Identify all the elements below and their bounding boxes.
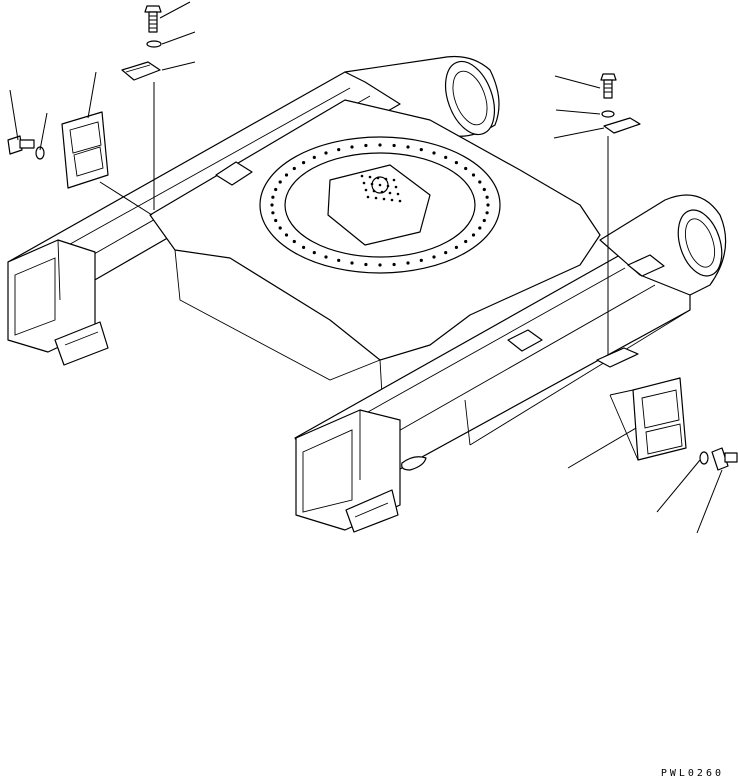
plate-hole — [362, 181, 366, 185]
bolt-hole — [292, 166, 296, 171]
cover-plate — [216, 162, 252, 185]
slot-oval — [402, 457, 426, 470]
bolt-hole — [444, 155, 448, 159]
bolt-hole — [364, 143, 368, 148]
bolt-holes — [270, 143, 490, 267]
bolt-hole — [454, 245, 458, 249]
plate-hole — [376, 176, 380, 180]
bolt-hole — [485, 211, 489, 215]
bolt-hole — [312, 155, 316, 159]
bolt-hole — [274, 187, 278, 192]
bolt-hole — [454, 161, 458, 165]
cover-plate — [628, 255, 664, 276]
plate-hole — [396, 192, 400, 196]
bolt-hole — [406, 261, 410, 265]
plate-hole — [368, 175, 372, 179]
bolt-hole — [312, 251, 316, 255]
bolt-hole — [364, 262, 368, 267]
bolt-hole — [337, 258, 341, 262]
bolt-hole — [284, 173, 289, 177]
bolt-hole — [350, 261, 354, 265]
plate-hole — [384, 177, 388, 181]
bolt-hole — [482, 187, 486, 192]
plate-hole — [378, 183, 382, 187]
bolt-hole — [284, 233, 289, 237]
bolt-hole — [271, 211, 275, 215]
plate-hole — [398, 199, 402, 203]
bolt-top-left — [145, 6, 161, 32]
drawing-id-code: PWL0260 — [660, 768, 724, 779]
plate-hole — [386, 184, 390, 188]
bolt-hole — [302, 161, 306, 165]
bolt-hole — [278, 226, 282, 230]
bolt-hole — [419, 258, 423, 262]
bolt-hole — [419, 148, 423, 152]
bolt-hole — [378, 143, 382, 147]
guard-front-right — [633, 378, 686, 460]
plate-hole — [370, 182, 374, 186]
bolt-hole — [432, 255, 436, 259]
bolt-hole — [392, 262, 396, 267]
plate-top-left — [122, 62, 160, 80]
bolt-hole — [324, 255, 328, 259]
bolt-left — [8, 136, 34, 154]
bolt-hole — [337, 148, 341, 152]
bolt-hole — [471, 173, 476, 177]
bolt-hole — [278, 180, 282, 184]
plate-hole — [374, 196, 378, 200]
bolt-hole — [486, 203, 490, 207]
plate-hole — [364, 188, 368, 192]
bolt-hole — [350, 145, 354, 149]
bolt-hole — [302, 245, 306, 249]
bolt-hole — [406, 145, 410, 149]
plate-holes — [360, 174, 402, 203]
bolt-hole — [292, 239, 296, 244]
bolt-hole — [444, 251, 448, 255]
plate-hole — [392, 178, 396, 182]
bolt-hole — [378, 263, 382, 267]
bolt-hole — [270, 203, 274, 207]
center-plate — [328, 165, 430, 245]
guard-left — [62, 112, 108, 188]
bolt-hole — [482, 218, 486, 223]
plate-hole — [380, 190, 384, 194]
cover-plate — [508, 330, 542, 351]
plate-hole — [388, 191, 392, 195]
plate-hole — [382, 197, 386, 201]
bolt-hole — [392, 143, 396, 148]
bolt-hole — [478, 226, 482, 230]
bolt-hole — [485, 195, 489, 199]
bolt-hole — [471, 233, 476, 237]
bolt-hole — [478, 180, 482, 184]
bolt-hole — [464, 166, 468, 171]
washer-top-left — [147, 41, 161, 47]
plate-hole — [360, 174, 364, 178]
bolt-hole — [432, 151, 436, 155]
leader-lines — [10, 2, 722, 533]
washer-top-right — [602, 111, 614, 117]
bolt-right — [712, 448, 737, 470]
plate-hole — [394, 185, 398, 189]
plate-top-right — [604, 118, 640, 133]
bolt-top-right — [601, 74, 616, 98]
plate-hole — [390, 198, 394, 202]
plate-hole — [372, 189, 376, 193]
bolt-hole — [274, 218, 278, 223]
bolt-hole — [271, 195, 275, 199]
washer-right — [700, 452, 708, 464]
bolt-hole — [324, 151, 328, 155]
plate-hole — [366, 195, 370, 199]
swing-circle — [260, 137, 500, 273]
bolt-hole — [464, 239, 468, 244]
washer-left — [36, 147, 44, 159]
